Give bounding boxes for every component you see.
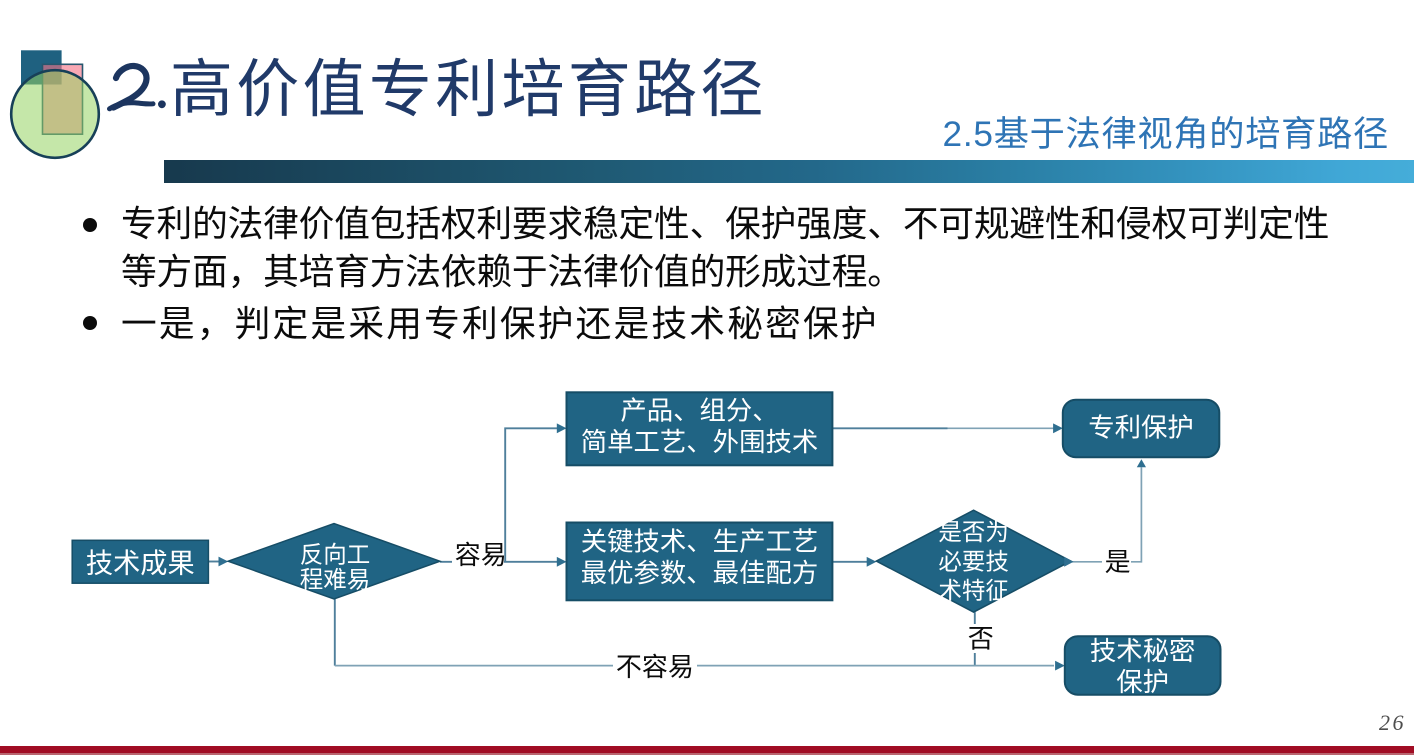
svg-text:关键技术、生产工艺: 关键技术、生产工艺 [581,527,819,557]
svg-text:不容易: 不容易 [616,652,694,682]
svg-text:专利保护: 专利保护 [1088,413,1194,443]
svg-text:保护: 保护 [1116,667,1169,697]
svg-text:容易: 容易 [455,540,507,570]
svg-text:产品、组分、: 产品、组分、 [620,396,778,426]
svg-text:否: 否 [968,623,994,653]
svg-text:术特征: 术特征 [938,578,1009,604]
svg-text:反向工: 反向工 [300,542,371,568]
svg-text:技术秘密: 技术秘密 [1090,636,1196,666]
svg-text:是否为: 是否为 [938,519,1009,545]
svg-text:最优参数、最佳配方: 最优参数、最佳配方 [581,558,819,588]
svg-text:简单工艺、外围技术: 简单工艺、外围技术 [581,427,819,457]
svg-text:程难易: 程难易 [300,567,371,593]
svg-text:是: 是 [1105,547,1131,577]
svg-text:技术成果: 技术成果 [86,548,195,579]
svg-text:必要技: 必要技 [938,548,1009,574]
